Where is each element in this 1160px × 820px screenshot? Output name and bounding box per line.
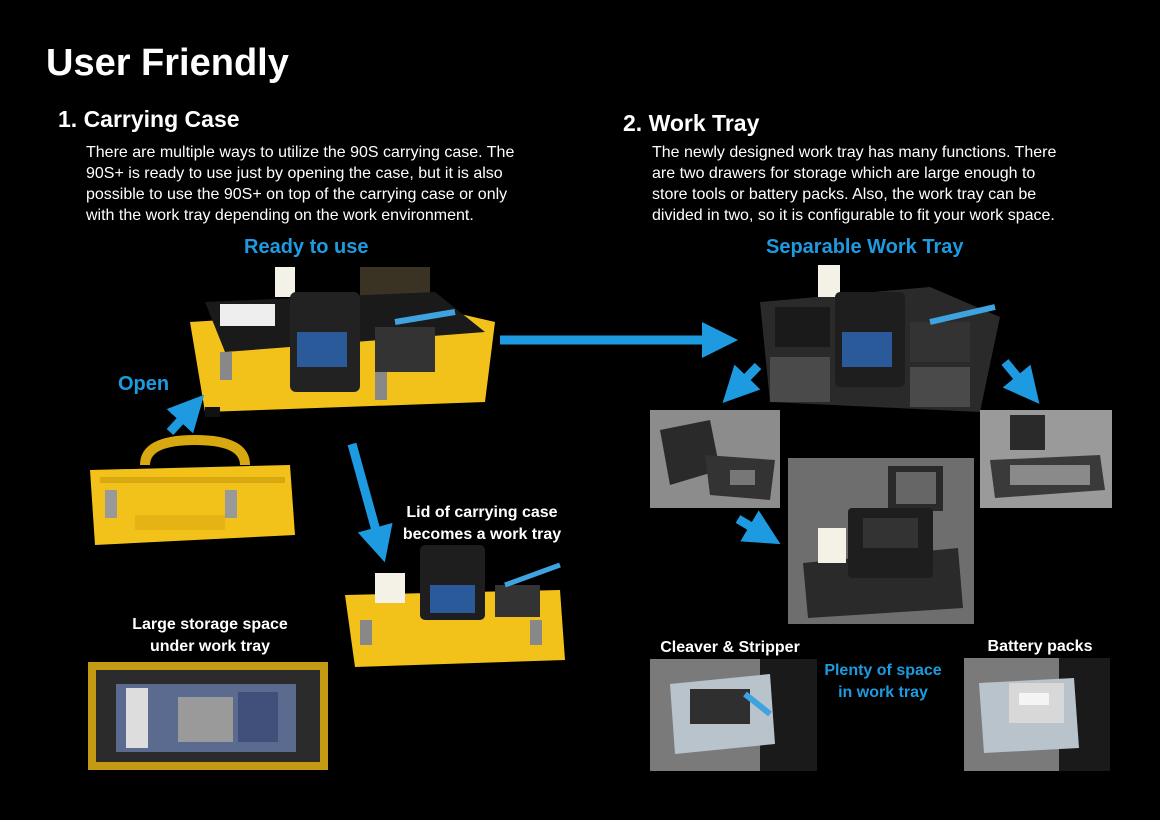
section1-line-4: with the work tray depending on the work… [86,207,474,224]
open-case-photo [185,262,500,422]
label-plenty-line-1: Plenty of space [824,662,942,679]
section1-line-1: There are multiple ways to utilize the 9… [86,144,515,161]
section1-description: There are multiple ways to utilize the 9… [86,142,576,226]
label-storage-line-1: Large storage space [132,616,288,633]
arrow-to-tray-splicer [735,510,781,545]
section1-heading: 1. Carrying Case [58,106,240,132]
label-lid-line-1: Lid of carrying case [406,504,558,521]
label-ready-to-use: Ready to use [244,236,369,258]
section2-description: The newly designed work tray has many fu… [652,142,1132,226]
section2-line-4: divided in two, so it is configurable to… [652,207,1055,224]
arrow-to-right-half [1001,359,1040,404]
separable-tray-photo [750,262,1005,422]
label-plenty-of-space: Plenty of space in work tray [818,660,948,704]
page-title: User Friendly [46,42,289,84]
arrow-open-up [166,394,205,436]
section2-line-1: The newly designed work tray has many fu… [652,144,1057,161]
right-tray-half-photo [980,410,1112,508]
section1-line-2: 90S+ is ready to use just by opening the… [86,165,503,182]
cleaver-drawer-photo [650,659,817,771]
label-lid-work-tray: Lid of carrying case becomes a work tray [392,502,572,546]
label-separable-work-tray: Separable Work Tray [766,236,964,258]
left-tray-half-photo [650,410,780,508]
tray-with-splicer-photo [788,458,974,624]
label-cleaver-stripper: Cleaver & Stripper [660,639,800,656]
label-storage-line-2: under work tray [149,638,271,655]
section1-line-3: possible to use the 90S+ on top of the c… [86,186,508,203]
storage-space-photo [88,662,328,770]
label-plenty-line-2: in work tray [838,684,928,701]
label-battery-packs: Battery packs [987,638,1093,655]
label-open: Open [118,373,170,395]
label-lid-line-2: becomes a work tray [402,526,562,543]
battery-drawer-photo [964,658,1110,771]
arrow-to-left-half [722,362,762,403]
section2-line-2: are two drawers for storage which are la… [652,165,1036,182]
label-storage-space: Large storage space under work tray [110,614,310,658]
arrow-to-lid-tray [347,442,393,563]
lid-work-tray-photo [340,545,568,670]
closed-case-photo [85,435,300,555]
section2-line-3: store tools or battery packs. Also, the … [652,186,1037,203]
section2-heading: 2. Work Tray [623,110,760,136]
